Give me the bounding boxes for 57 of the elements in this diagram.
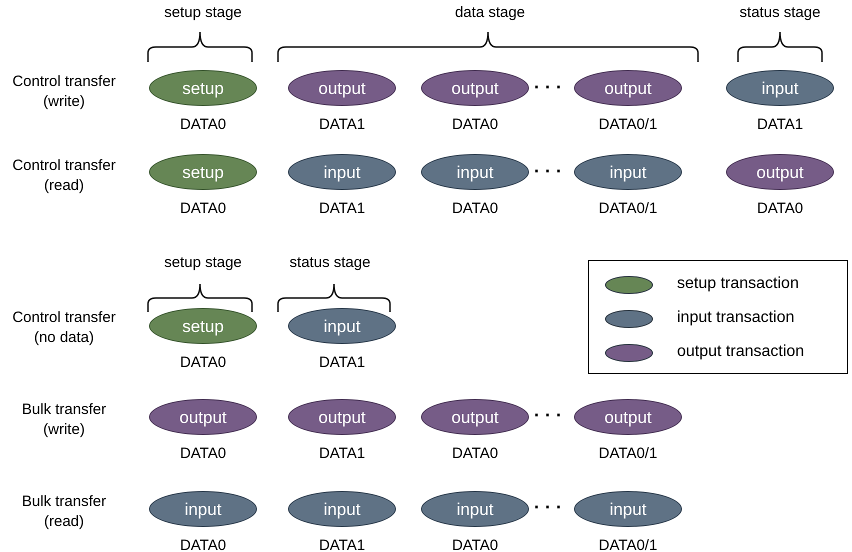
- data-pid-label: DATA0: [450, 537, 500, 552]
- data-pid-label: DATA0: [178, 200, 228, 217]
- transaction-label: input: [762, 80, 798, 96]
- transaction-label: input: [610, 500, 646, 518]
- data-pid-label: DATA1: [318, 354, 366, 371]
- transaction-label: output: [179, 408, 227, 426]
- data-pid-label: DATA1: [318, 116, 366, 133]
- legend-label: output transaction: [677, 343, 804, 361]
- transaction-label: input: [324, 500, 360, 518]
- transaction-label: input: [456, 500, 494, 518]
- transaction-label: output: [451, 408, 499, 426]
- transaction-label: input: [456, 164, 494, 180]
- data-pid-label: DATA1: [756, 116, 804, 133]
- stage-label: data stage: [454, 3, 526, 22]
- data-pid-label: DATA0: [178, 445, 228, 462]
- transaction-label: setup: [182, 80, 224, 96]
- data-pid-label: DATA0: [178, 116, 228, 133]
- transaction-label: setup: [182, 164, 224, 180]
- stage-label: setup stage: [163, 3, 243, 22]
- transaction-label: output: [756, 164, 804, 180]
- stage-label: status stage: [288, 253, 372, 272]
- transaction-label: output: [604, 408, 652, 426]
- data-pid-label: DATA0: [450, 445, 500, 462]
- row-label: Control transfer (no data): [11, 308, 117, 347]
- row-label: Control transfer (write): [11, 72, 117, 111]
- transaction-label: output: [604, 80, 652, 96]
- stage-label: setup stage: [163, 253, 243, 272]
- transaction-label: input: [324, 164, 360, 180]
- transaction-label: output: [318, 80, 366, 96]
- data-pid-label: DATA1: [318, 537, 366, 552]
- data-pid-label: DATA0/1: [598, 445, 658, 462]
- data-pid-label: DATA0: [450, 200, 500, 217]
- row-label: Bulk transfer (read): [20, 492, 108, 531]
- transaction-label: output: [318, 408, 366, 426]
- data-pid-label: DATA0: [756, 200, 804, 217]
- data-pid-label: DATA1: [318, 200, 366, 217]
- transaction-label: input: [324, 318, 360, 334]
- row-label: Bulk transfer (write): [20, 400, 108, 439]
- data-pid-label: DATA0: [450, 116, 500, 133]
- transaction-label: setup: [182, 318, 224, 334]
- data-pid-label: DATA0/1: [598, 116, 658, 133]
- legend-label: input transaction: [677, 309, 794, 327]
- transaction-label: input: [610, 164, 646, 180]
- data-pid-label: DATA0: [178, 354, 228, 371]
- transaction-label: output: [451, 80, 499, 96]
- transaction-label: input: [184, 500, 222, 518]
- legend-label: setup transaction: [677, 275, 799, 293]
- data-pid-label: DATA1: [318, 445, 366, 462]
- data-pid-label: DATA0/1: [598, 537, 658, 552]
- stage-label: status stage: [738, 3, 822, 22]
- ellipsis: · · ·: [533, 76, 563, 99]
- ellipsis: · · ·: [533, 404, 563, 427]
- row-label: Control transfer (read): [11, 156, 117, 195]
- ellipsis: · · ·: [533, 160, 563, 183]
- data-pid-label: DATA0: [178, 537, 228, 552]
- ellipsis: · · ·: [533, 496, 563, 519]
- data-pid-label: DATA0/1: [598, 200, 658, 217]
